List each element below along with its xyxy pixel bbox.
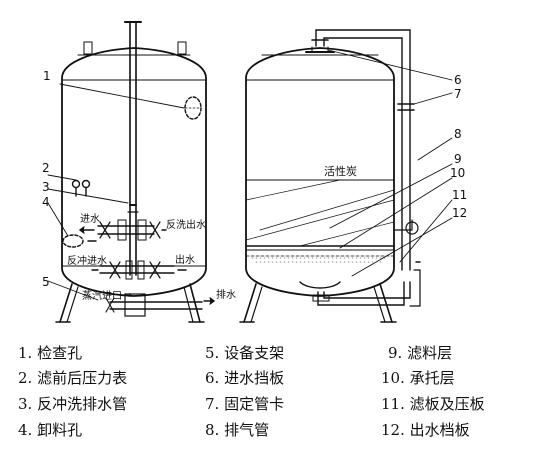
legend-item-9: 9. 滤料层 [388, 344, 453, 362]
callout-3: 3 [42, 180, 50, 194]
label-inlet: 进水 [80, 213, 100, 225]
label-backwash-outlet: 反洗出水 [166, 218, 206, 231]
label-steam-inlet: 蒸汽进口 [82, 289, 122, 302]
callout-6: 6 [454, 73, 462, 87]
label-outlet: 出水 [175, 253, 195, 266]
label-activated-carbon: 活性炭 [324, 164, 357, 178]
inlet-pipe [315, 29, 411, 271]
legend-item-5: 5. 设备支架 [205, 344, 285, 362]
legend-item-6: 6. 进水挡板 [205, 369, 285, 387]
right-tank-shell [245, 47, 395, 297]
right-callouts [327, 49, 453, 277]
legend-item-7: 7. 固定管卡 [205, 395, 285, 413]
outlet-baffle [299, 281, 341, 289]
left-tank [55, 21, 216, 323]
callout-2: 2 [42, 161, 50, 175]
callout-12: 12 [452, 206, 467, 220]
right-tank [239, 29, 421, 323]
exhaust-pipe [393, 219, 413, 231]
discharge-hole [62, 234, 84, 248]
bottom-piping [105, 293, 216, 317]
callout-5: 5 [42, 275, 50, 289]
legend-item-12: 12. 出水档板 [381, 421, 470, 439]
callout-9: 9 [454, 152, 462, 166]
left-callouts [47, 83, 185, 301]
callout-11: 11 [452, 188, 467, 202]
legend-item-2: 2. 滤前后压力表 [18, 369, 128, 387]
left-tank-shell [61, 47, 207, 297]
lower-manifold [91, 260, 187, 280]
left-tank-support [55, 283, 205, 323]
legend-item-1: 1. 检查孔 [18, 344, 83, 362]
upper-manifold [78, 204, 167, 241]
callout-10: 10 [450, 166, 465, 180]
legend-item-11: 11. 滤板及压板 [381, 395, 485, 413]
legend-item-8: 8. 排气管 [205, 421, 270, 439]
callout-1: 1 [43, 69, 51, 83]
callout-8: 8 [454, 127, 462, 141]
callout-4: 4 [42, 195, 50, 209]
legend-item-3: 3. 反冲洗排水管 [18, 395, 128, 413]
legend-item-4: 4. 卸料孔 [18, 421, 83, 439]
legend-item-10: 10. 承托层 [381, 369, 455, 387]
callout-7: 7 [454, 87, 462, 101]
right-tank-support [239, 283, 397, 323]
label-backwash-inlet: 反冲进水 [67, 254, 107, 267]
media-layer-hatch [245, 179, 395, 247]
label-drain: 排水 [216, 288, 236, 301]
pressure-gauges [71, 179, 91, 197]
